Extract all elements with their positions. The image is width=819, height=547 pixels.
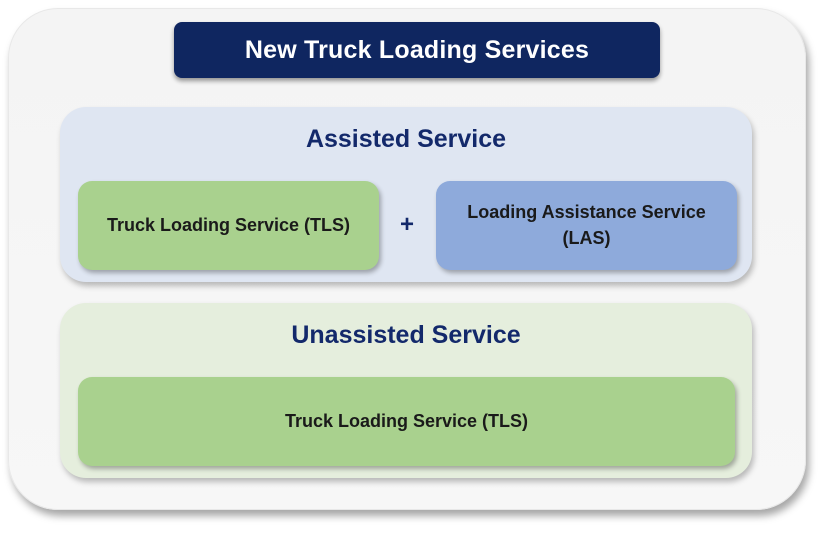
tls-box-unassisted: Truck Loading Service (TLS) — [78, 377, 735, 466]
las-box: Loading Assistance Service (LAS) — [436, 181, 737, 270]
tls-box-assisted: Truck Loading Service (TLS) — [78, 181, 379, 270]
las-box-label: Loading Assistance Service (LAS) — [467, 202, 706, 248]
unassisted-service-section: Unassisted Service Truck Loading Service… — [60, 303, 752, 478]
assisted-service-heading: Assisted Service — [305, 125, 507, 153]
plus-operator: + — [399, 211, 414, 238]
tls-box-assisted-label: Truck Loading Service (TLS) — [106, 214, 351, 235]
unassisted-service-heading: Unassisted Service — [291, 321, 521, 349]
title-banner: New Truck Loading Services — [174, 22, 660, 78]
assisted-service-section: Assisted Service Truck Loading Service (… — [60, 107, 752, 282]
tls-box-unassisted-label: Truck Loading Service (TLS) — [284, 410, 529, 431]
